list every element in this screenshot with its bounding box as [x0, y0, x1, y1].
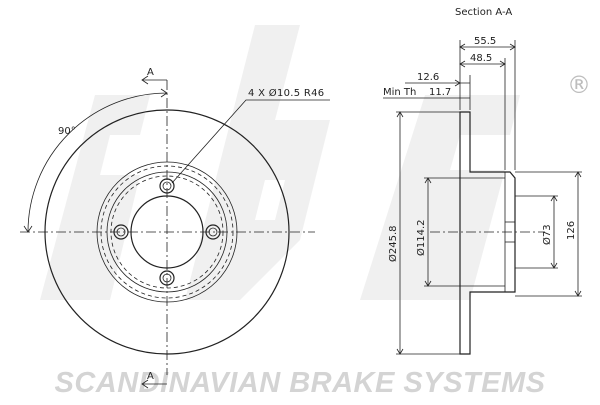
angle-label: 90° [58, 126, 76, 137]
section-letter-top: A [147, 67, 154, 78]
brand-tagline: SCANDINAVIAN BRAKE SYSTEMS [54, 367, 545, 399]
dim-12-6: 12.6 [417, 72, 439, 83]
dim-arrows-73 [550, 195, 558, 269]
hole-callout-leader [171, 99, 330, 184]
section-marker-top: A [141, 67, 167, 85]
dim-48-5: 48.5 [470, 53, 492, 64]
dim-arrows-55-5 [459, 43, 516, 51]
section-marker-bottom: A [141, 371, 167, 389]
section-title: Section A-A [455, 7, 512, 18]
dim-55-5: 55.5 [474, 36, 496, 47]
dim-arrows-114-2 [424, 177, 432, 287]
angle-arrow-left [23, 225, 33, 233]
angle-arc [27, 92, 168, 233]
dim-126: 126 [566, 221, 577, 240]
dim-114-2: Ø114.2 [415, 220, 427, 257]
dim-arrow-12-6 [454, 79, 461, 87]
front-view: A A 90° 4 X Ø10.5 R46 [20, 67, 330, 389]
dim-arrows-48-5 [459, 60, 506, 68]
dim-73: Ø73 [541, 224, 553, 245]
sbs-watermark-logo [40, 25, 520, 300]
dim-245-8: Ø245.8 [387, 226, 399, 263]
min-th-label: Min Th [383, 87, 416, 98]
hole-callout: 4 X Ø10.5 R46 [248, 87, 324, 99]
section-letter-bottom: A [147, 371, 154, 382]
angle-arrow-top [160, 88, 168, 98]
dim-arrows-245-8 [396, 111, 404, 355]
disc-profile [459, 111, 516, 355]
dim-arrows-126 [574, 171, 582, 297]
dim-11-7: 11.7 [429, 87, 451, 98]
registered-mark: ® [567, 71, 591, 99]
section-view: Section A-A 55.5 48.5 12.6 Min Th 11.7 Ø… [383, 7, 582, 355]
